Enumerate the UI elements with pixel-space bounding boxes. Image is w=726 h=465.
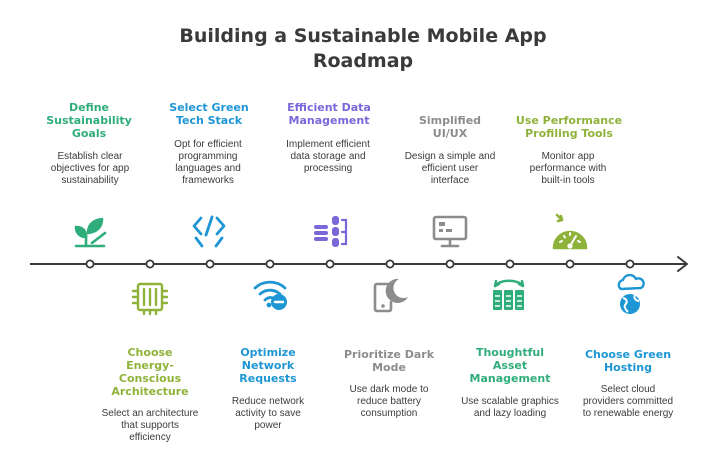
code-icon	[192, 215, 226, 248]
timeline-arrowhead	[677, 256, 688, 272]
milestone-description: Design a simple and efficient user inter…	[404, 151, 496, 186]
cloud-globe-icon	[617, 274, 645, 314]
timeline-node	[145, 259, 155, 269]
timeline-node	[445, 259, 455, 269]
timeline-node	[505, 259, 515, 269]
milestone-description: Select an architecture that supports eff…	[101, 408, 199, 443]
timeline-node	[265, 259, 275, 269]
milestone-description: Use dark mode to reduce battery consumpt…	[349, 384, 429, 419]
timeline-node	[205, 259, 215, 269]
monitor-icon	[432, 215, 468, 248]
milestone-description: Monitor app performance with built-in to…	[529, 151, 607, 186]
milestone-description: Implement efficient data storage and pro…	[286, 139, 370, 174]
database-icon	[314, 216, 348, 247]
title-line-1: Building a Sustainable Mobile App	[179, 25, 547, 47]
assets-icon	[493, 279, 525, 310]
milestone-title: Prioritize Dark Mode	[343, 348, 435, 374]
milestone-title: Thoughtful Asset Management	[469, 346, 551, 385]
timeline-node	[565, 259, 575, 269]
milestone-description: Establish clear objectives for app susta…	[50, 151, 130, 186]
timeline-node	[85, 259, 95, 269]
milestone-description: Opt for efficient programming languages …	[174, 139, 242, 186]
milestone-title: Simplified UI/UX	[418, 114, 482, 140]
timeline-node	[385, 259, 395, 269]
milestone-title: Efficient Data Management	[287, 101, 371, 127]
timeline-node	[325, 259, 335, 269]
title-line-2: Roadmap	[312, 50, 414, 72]
milestone-description: Select cloud providers committed to rene…	[582, 384, 674, 419]
wifi-icon	[253, 280, 287, 310]
timeline-node	[625, 259, 635, 269]
page-title: Building a Sustainable Mobile App Roadma…	[0, 24, 726, 74]
chip-icon	[131, 282, 169, 316]
milestone-description: Reduce network activity to save power	[231, 396, 305, 431]
milestone-title: Choose Energy-Conscious Architecture	[111, 346, 189, 398]
milestone-title: Optimize Network Requests	[239, 346, 297, 385]
plant-icon	[74, 217, 107, 248]
moon-phone-icon	[373, 278, 408, 313]
milestone-title: Choose Green Hosting	[584, 348, 672, 374]
milestone-description: Use scalable graphics and lazy loading	[461, 396, 559, 419]
milestone-title: Define Sustainability Goals	[46, 101, 132, 140]
gauge-icon	[552, 213, 588, 250]
milestone-title: Use Performance Profiling Tools	[515, 114, 623, 140]
milestone-title: Select Green Tech Stack	[169, 101, 249, 127]
